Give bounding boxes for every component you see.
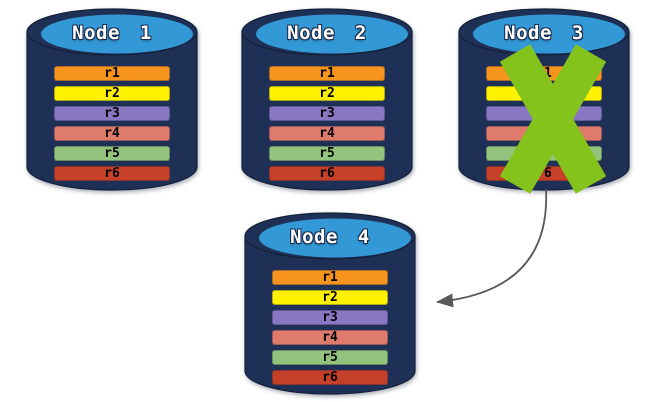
replica-bar: r6 [272, 370, 388, 385]
replica-bar: r3 [486, 106, 602, 121]
node-4: Node 4 r1 r2 r3 r4 r5 r6 [244, 212, 416, 402]
replica-bar: r1 [272, 270, 388, 285]
replica-bar: r5 [54, 146, 170, 161]
replica-bar: r5 [272, 350, 388, 365]
replica-bar: r1 [269, 66, 385, 81]
node-3-failed: Node 3 r1 r2 r3 r4 r5 r6 [458, 8, 630, 198]
node-title: Node 1 [72, 22, 152, 44]
cylinder-top-lid [259, 218, 411, 258]
arrow-curve [436, 188, 548, 308]
cylinder-top-lid [473, 14, 625, 54]
replica-bar: r2 [486, 86, 602, 101]
replica-bar: r2 [269, 86, 385, 101]
replica-bar: r3 [269, 106, 385, 121]
node-2: Node 2 r1 r2 r3 r4 r5 r6 [241, 8, 413, 198]
node-title: Node 2 [287, 22, 367, 44]
node-title: Node 4 [290, 226, 370, 248]
replica-bar: r6 [54, 166, 170, 181]
replica-bar: r4 [54, 126, 170, 141]
node-1: Node 1 r1 r2 r3 r4 r5 r6 [26, 8, 198, 198]
replica-bar: r3 [272, 310, 388, 325]
replica-bar: r5 [486, 146, 602, 161]
cylinder-top-lid [41, 14, 193, 54]
replica-bar: r6 [486, 166, 602, 181]
node-title: Node 3 [504, 22, 584, 44]
replica-bar: r4 [269, 126, 385, 141]
replica-bar: r4 [486, 126, 602, 141]
replica-bar: r2 [54, 86, 170, 101]
replica-bar: r1 [54, 66, 170, 81]
replica-bar: r4 [272, 330, 388, 345]
replica-bar: r2 [272, 290, 388, 305]
cylinder-top-lid [256, 14, 408, 54]
replica-bar: r6 [269, 166, 385, 181]
replica-bar: r3 [54, 106, 170, 121]
replica-bar: r1 [486, 66, 602, 81]
replica-bar: r5 [269, 146, 385, 161]
